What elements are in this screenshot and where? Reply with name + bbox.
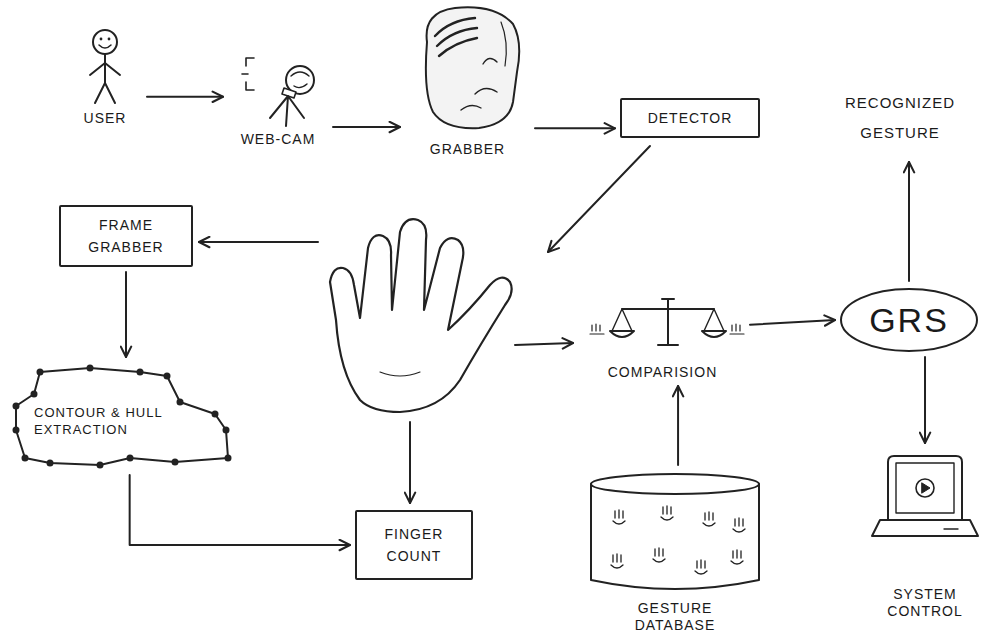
icon-stroke: [242, 58, 254, 90]
icon-stroke: [610, 331, 634, 337]
contour-outline: [16, 368, 228, 465]
hull-vertex: [22, 455, 29, 462]
icon-stroke: [703, 512, 715, 526]
hand-outline: [330, 219, 512, 412]
node-label: GRS: [869, 300, 949, 340]
comparison-scale: COMPARISION: [580, 293, 745, 381]
hull-vertex: [37, 369, 44, 376]
grs-ellipse: GRS: [840, 288, 978, 352]
contour-polygon: CONTOUR & HULL EXTRACTION: [12, 362, 234, 470]
icon-stroke: [435, 18, 477, 56]
node-label: DETECTOR: [648, 107, 733, 129]
node-label: COMPARISION: [608, 364, 718, 381]
database-cylinder: GESTURE DATABASE: [585, 470, 765, 634]
icon-stroke: [922, 483, 930, 493]
node-label: GESTURE DATABASE: [620, 600, 730, 634]
node-label: GRABBER: [430, 141, 505, 158]
icon-stroke: [613, 510, 625, 524]
node-label: WEB-CAM: [241, 131, 316, 148]
icon-stroke: [612, 309, 724, 331]
eye-dot: [108, 38, 111, 41]
hull-vertex: [97, 462, 104, 469]
label-holder: RECOGNIZED GESTURE: [825, 88, 975, 148]
icon-stroke: [944, 528, 958, 529]
grabber-icon-shape: [405, 2, 530, 158]
icon-stroke: [270, 96, 304, 126]
hull-vertex: [47, 460, 54, 467]
webcam-icon: WEB-CAM: [228, 48, 328, 148]
icon-stroke: [99, 45, 111, 48]
play-circle: [916, 479, 934, 497]
connector-arrow: [535, 127, 615, 129]
flow-arrow: [908, 162, 910, 281]
connector-arrow: [130, 475, 350, 545]
icon-stroke: [730, 324, 744, 334]
icon-stroke: [104, 54, 106, 83]
icon-stroke: [611, 554, 623, 568]
node-label: FINGER COUNT: [365, 523, 463, 567]
flow-arrow: [548, 146, 650, 252]
hull-vertex: [212, 411, 219, 418]
node-label: USER: [84, 110, 127, 127]
hull-vertex: [127, 455, 134, 462]
hull-vertex: [172, 459, 179, 466]
icon-stroke: [90, 63, 120, 75]
process-box: DETECTOR: [620, 98, 760, 138]
hull-vertex: [225, 455, 232, 462]
icon-stroke: [653, 548, 665, 562]
user-figure: USER: [68, 15, 142, 127]
icon-stroke: [872, 520, 978, 536]
icon-stroke: [731, 550, 743, 564]
connector-arrow: [924, 357, 926, 443]
connector-arrow: [147, 96, 223, 98]
hull-vertex: [31, 391, 38, 398]
laptop-icon: SYSTEM CONTROL: [866, 448, 984, 620]
node-label: SYSTEM CONTROL: [875, 586, 975, 620]
node-label: FRAME GRABBER: [69, 214, 183, 258]
hull-vertex: [223, 427, 230, 434]
connector-arrow: [677, 386, 679, 465]
process-box: FRAME GRABBER: [59, 205, 193, 267]
icon-stroke: [733, 518, 745, 532]
icon-stroke: [95, 83, 115, 103]
icon-stroke: [590, 324, 604, 334]
hull-vertex: [87, 365, 94, 372]
icon-stroke: [461, 58, 497, 110]
hull-vertex: [13, 403, 20, 410]
palm-crease: [380, 372, 420, 376]
icon-stroke: [896, 463, 954, 513]
icon-stroke: [702, 331, 726, 337]
hull-vertex: [13, 427, 20, 434]
head-circle: [93, 30, 117, 54]
node-label: CONTOUR & HULL EXTRACTION: [34, 404, 214, 438]
grabber-icon: GRABBER: [405, 2, 530, 158]
icon-stroke: [501, 22, 506, 66]
hull-vertex: [137, 369, 144, 376]
ellipse-outline: [841, 289, 977, 351]
flow-arrow: [199, 241, 318, 243]
output-label: RECOGNIZED GESTURE: [825, 88, 975, 148]
icon-stroke: [591, 484, 759, 589]
icon-stroke: [695, 560, 707, 574]
process-box: FINGER COUNT: [355, 510, 473, 580]
flow-arrow: [515, 343, 573, 345]
hull-vertex: [177, 399, 184, 406]
icon-stroke: [888, 456, 962, 520]
connector-arrow: [750, 320, 835, 325]
flow-arrow: [409, 422, 411, 503]
icon-stroke: [622, 299, 714, 345]
hull-vertex: [164, 373, 171, 380]
icon-stroke: [291, 72, 309, 88]
eye-dot: [100, 38, 103, 41]
cylinder-top: [591, 474, 759, 494]
icon-stroke: [426, 7, 519, 128]
connector-arrow: [125, 272, 127, 357]
icon-stroke: [661, 506, 673, 520]
connector-arrow: [333, 126, 400, 128]
